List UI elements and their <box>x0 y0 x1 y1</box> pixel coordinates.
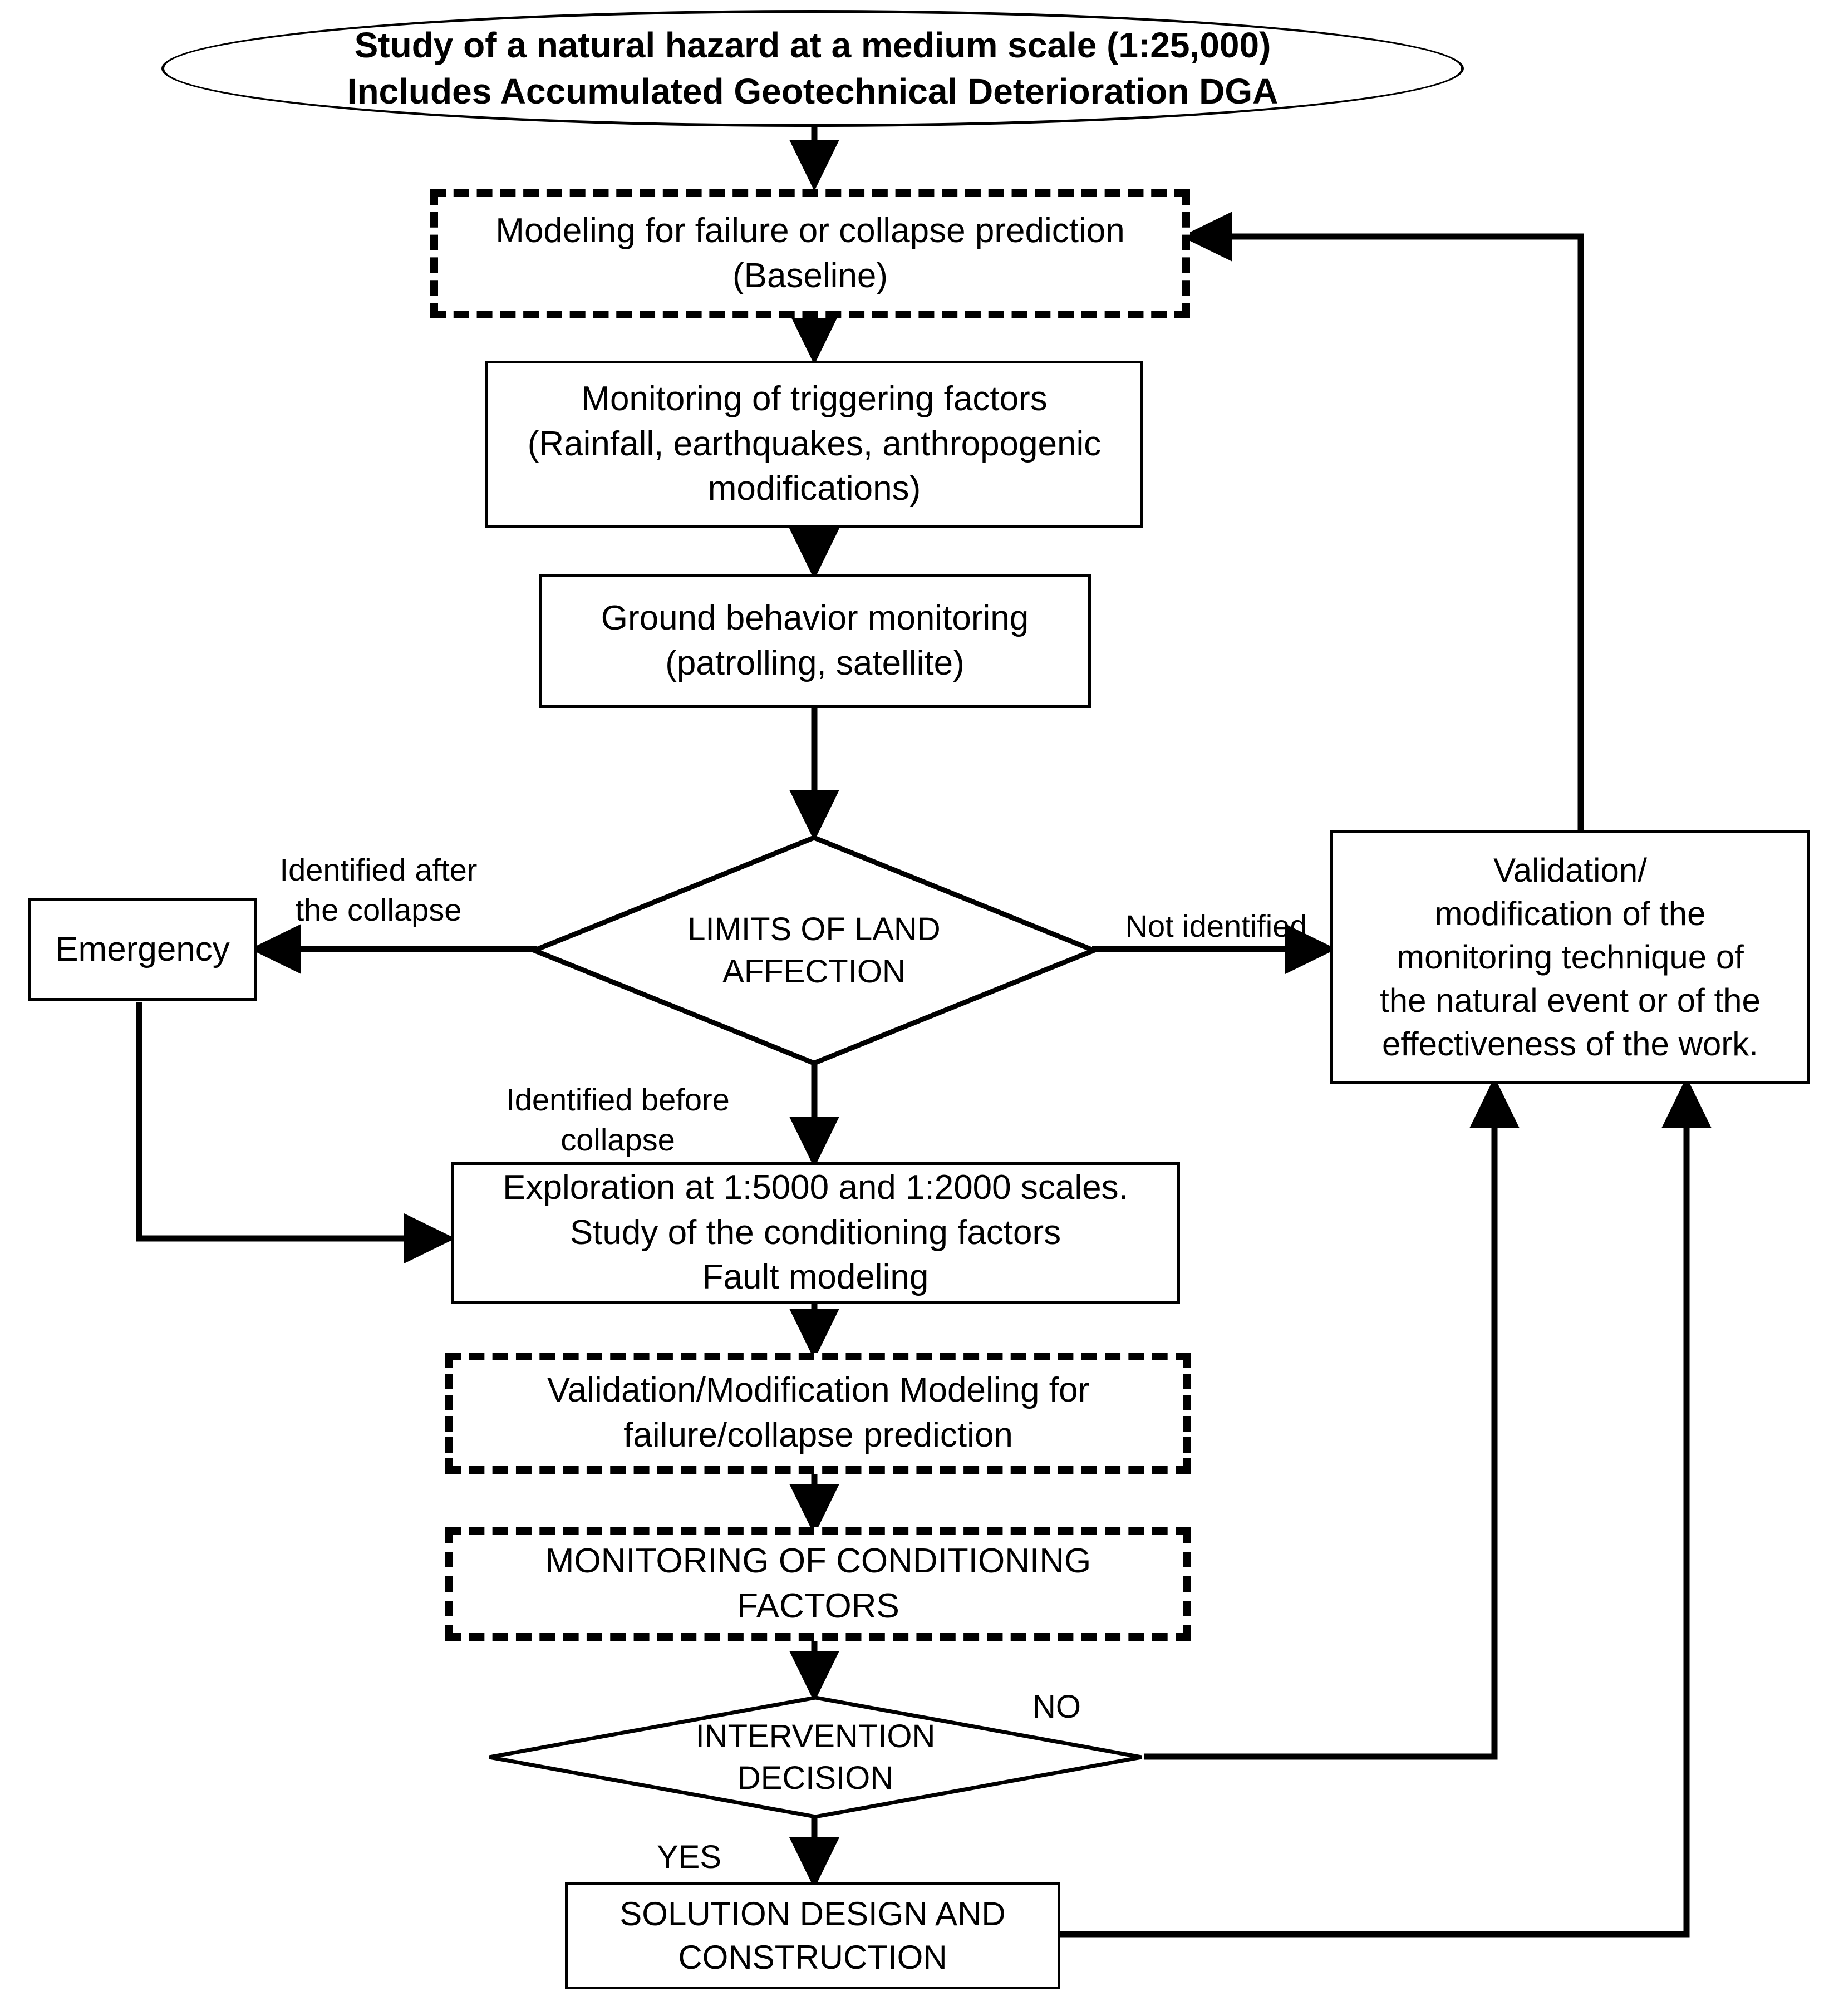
start-node-label: Study of a natural hazard at a medium sc… <box>347 24 1279 111</box>
limits-decision-node[interactable]: LIMITS OF LAND AFFECTION <box>532 835 1097 1066</box>
emergency-label: Emergency <box>55 930 230 968</box>
edge-label-identified-after: Identified after the collapse <box>279 852 478 927</box>
edge-label-yes: YES <box>657 1839 722 1875</box>
edge-label-no: NO <box>1032 1689 1081 1725</box>
solution-design-node[interactable]: SOLUTION DESIGN AND CONSTRUCTION <box>565 1882 1060 1989</box>
modeling-baseline-label: Modeling for failure or collapse predict… <box>495 212 1125 295</box>
monitoring-conditioning-label: MONITORING OF CONDITIONING FACTORS <box>545 1542 1091 1625</box>
validation-modeling-label: Validation/Modification Modeling for fai… <box>547 1371 1090 1454</box>
edge-validation-to-modeling <box>1181 211 1584 830</box>
edge-label-identified-before: Identified before collapse <box>506 1082 730 1157</box>
ground-behavior-node[interactable]: Ground behavior monitoring (patrolling, … <box>539 574 1091 708</box>
validation-modification-label: Validation/ modification of the monitori… <box>1380 852 1761 1063</box>
start-node[interactable]: Study of a natural hazard at a medium sc… <box>161 10 1464 127</box>
monitoring-triggering-label: Monitoring of triggering factors (Rainfa… <box>527 380 1102 508</box>
exploration-label: Exploration at 1:5000 and 1:2000 scales.… <box>503 1168 1128 1297</box>
edge-intervention-no-to-validation <box>1144 1076 1520 1760</box>
edge-emergency-to-exploration <box>136 1002 456 1264</box>
edge-solution-to-validation <box>1058 1076 1712 1938</box>
intervention-decision-label: INTERVENTION DECISION <box>695 1718 936 1796</box>
modeling-baseline-node[interactable]: Modeling for failure or collapse predict… <box>430 189 1190 318</box>
validation-modification-node[interactable]: Validation/ modification of the monitori… <box>1330 830 1810 1084</box>
limits-decision-shape <box>532 835 1097 1066</box>
limits-decision-label: LIMITS OF LAND AFFECTION <box>687 911 941 990</box>
emergency-node[interactable]: Emergency <box>28 898 257 1001</box>
ground-behavior-label: Ground behavior monitoring (patrolling, … <box>601 599 1029 682</box>
intervention-decision-shape <box>487 1695 1144 1819</box>
intervention-decision-node[interactable]: INTERVENTION DECISION <box>487 1695 1144 1819</box>
validation-modeling-node[interactable]: Validation/Modification Modeling for fai… <box>445 1353 1191 1474</box>
solution-design-label: SOLUTION DESIGN AND CONSTRUCTION <box>619 1895 1006 1976</box>
edge-label-not-identified: Not identified <box>1125 908 1307 943</box>
monitoring-triggering-node[interactable]: Monitoring of triggering factors (Rainfa… <box>485 361 1143 528</box>
monitoring-conditioning-node[interactable]: MONITORING OF CONDITIONING FACTORS <box>445 1527 1191 1641</box>
exploration-node[interactable]: Exploration at 1:5000 and 1:2000 scales.… <box>451 1162 1180 1304</box>
